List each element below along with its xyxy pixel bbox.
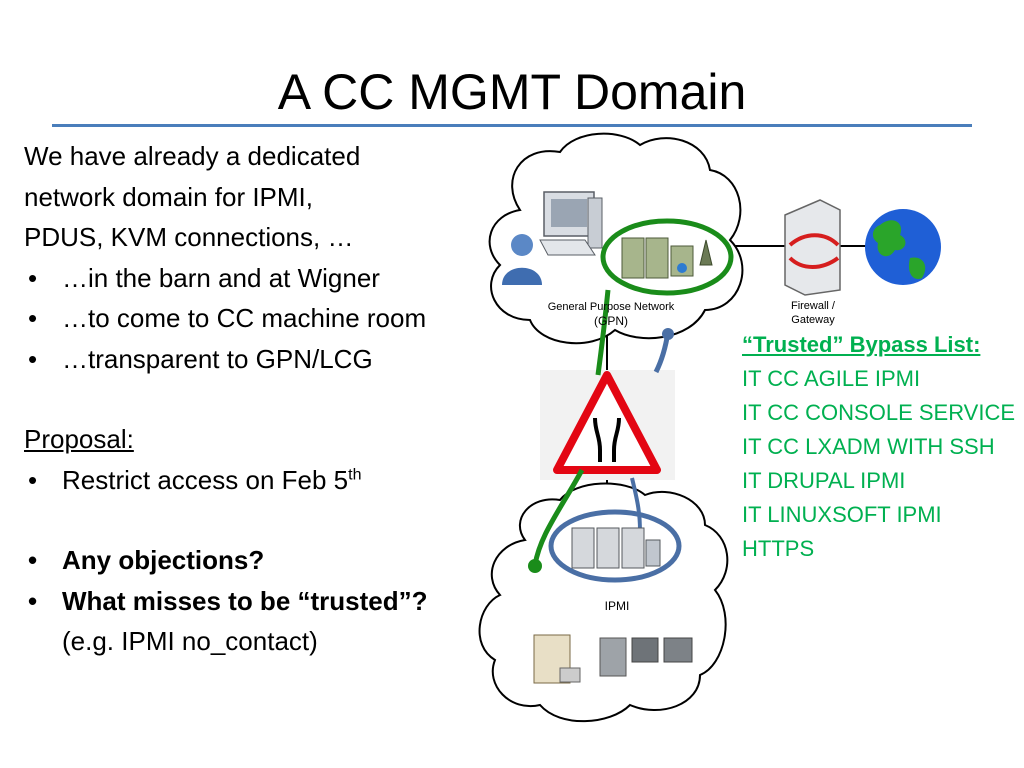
green-link-end [528,559,542,573]
green-link [532,289,611,566]
rack-icon [599,637,693,677]
trusted-list-item: IT CC AGILE IPMI [742,366,921,391]
server-icon [621,237,713,279]
bullet-icon: • [28,464,38,495]
bullet-icon: • [28,585,38,616]
user-icon [502,234,542,285]
proposal-heading: Proposal: [24,424,134,454]
trusted-list-item: IT LINUXSOFT IPMI [742,502,942,527]
firewall-label: Firewall / [791,300,836,312]
intro-line: network domain for IPMI, [24,181,313,212]
proposal-text: Restrict access on Feb 5 [62,464,349,495]
firewall-label-sub: Gateway [791,314,835,326]
intro-line: We have already a dedicated [24,141,361,171]
workstation-icon [539,191,603,256]
list-item: •…to come to CC machine room [24,298,494,339]
ipmi-label: IPMI [605,599,630,613]
slide-title: A CC MGMT Domain [277,64,747,120]
trusted-list-item: IT CC LXADM WITH SSH [742,434,995,459]
example-note: (e.g. IPMI no_contact) [62,626,318,656]
list-item: •…transparent to GPN/LCG [24,339,494,380]
list-item: •What misses to be “trusted”? [24,581,494,622]
blue-link-end [662,328,674,340]
title-underline [52,124,972,127]
list-item: • Restrict access on Feb 5th [24,460,494,501]
server-icon [533,634,581,684]
bullet-icon: • [28,262,38,293]
bullet-icon: • [28,545,38,575]
ipmi-cloud [478,482,729,723]
blue-link-lower [630,477,642,531]
gpn-label-sub: (GPN) [594,314,628,328]
trusted-list-item: HTTPS [742,536,815,561]
road-narrows-sign-icon [553,371,661,474]
bullet-icon: • [28,343,38,374]
trusted-list-item: IT CC CONSOLE SERVICE [742,400,1016,425]
trusted-list-heading: “Trusted” Bypass List: [742,332,981,357]
trusted-bypass-list: “Trusted” Bypass List: IT CC AGILE IPMI … [742,328,1024,566]
intro-line: PDUS, KVM connections, … [24,222,354,252]
globe-icon [865,209,941,285]
list-item: •Any objections? [24,540,494,581]
gpn-trusted-group [600,218,734,296]
ipmi-server-group [548,509,682,583]
body-text: We have already a dedicated network doma… [24,136,494,662]
proposal-sup: th [348,465,362,483]
firewall-icon [784,199,841,296]
server-icon [571,527,661,569]
bullet-icon: • [28,303,38,333]
trusted-list-item: IT DRUPAL IPMI [742,468,906,493]
gpn-label: General Purpose Network [548,301,675,313]
list-item: •…in the barn and at Wigner [24,258,494,299]
